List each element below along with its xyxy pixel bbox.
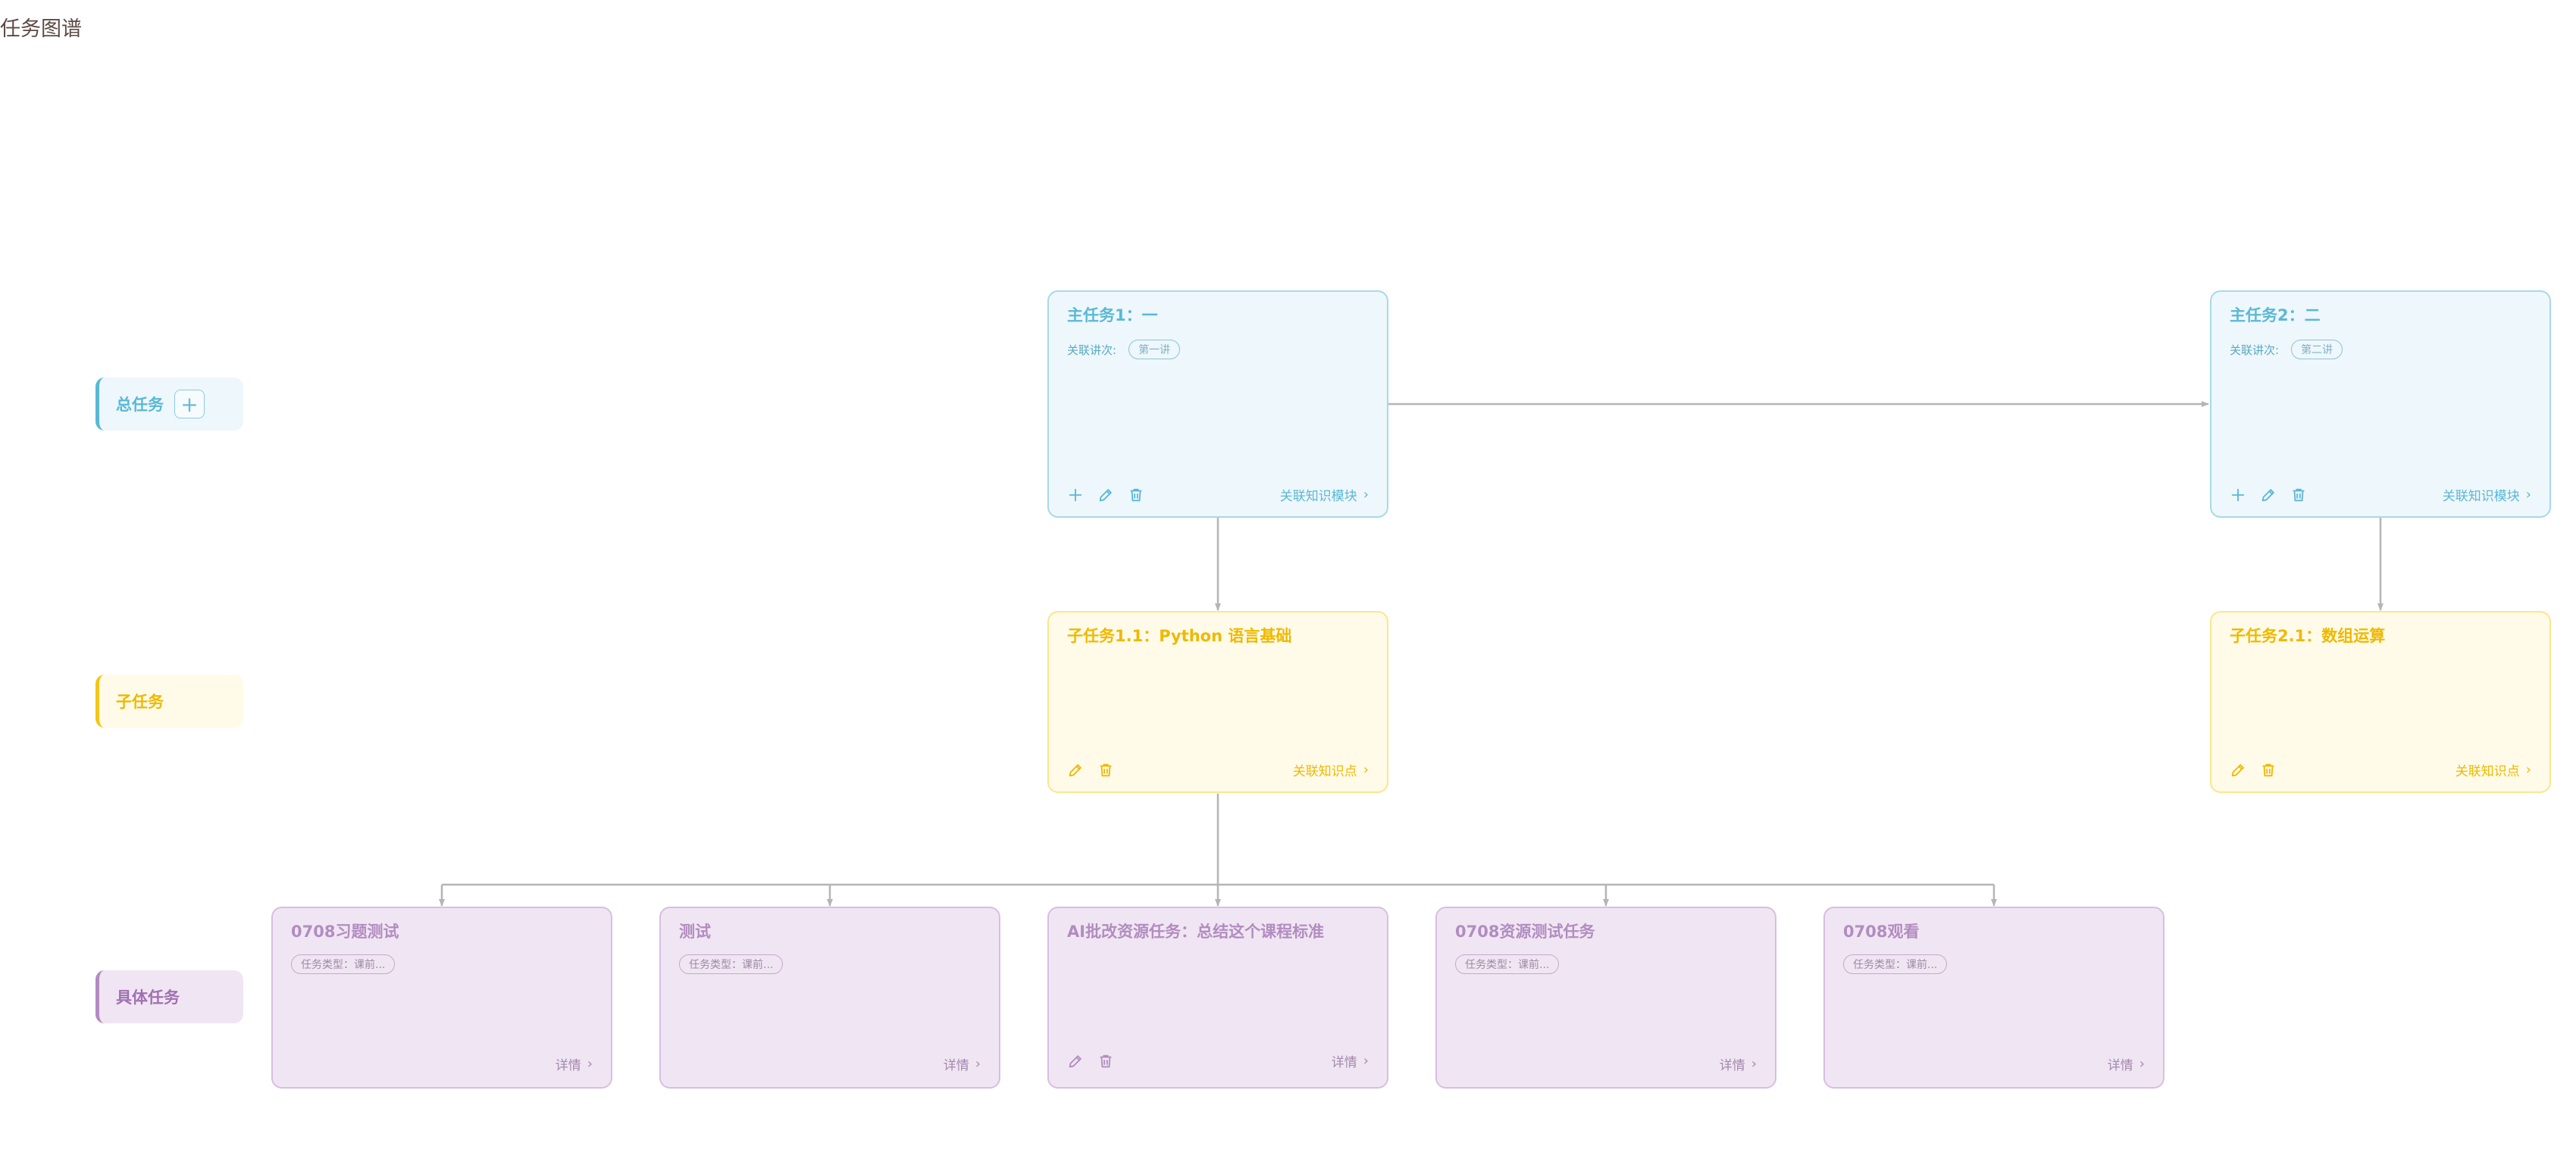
chevron-right-icon: › (2525, 762, 2531, 778)
main-task-card[interactable]: 主任务2：二 关联讲次: 第二讲 关联知识模块 › (2210, 290, 2551, 518)
trash-icon[interactable] (1128, 487, 1144, 503)
pencil-icon[interactable] (2260, 487, 2277, 503)
knowledge-module-label: 关联知识模块 (1279, 489, 1357, 504)
trash-icon[interactable] (2290, 487, 2307, 503)
chevron-right-icon: › (1363, 762, 1369, 778)
sub-task-card[interactable]: 子任务1.1：Python 语言基础 关联知识点 › (1047, 611, 1388, 793)
knowledge-module-link[interactable]: 关联知识模块 › (1280, 485, 1369, 504)
trash-icon[interactable] (1097, 762, 1114, 779)
main-task-card[interactable]: 主任务1：一 关联讲次: 第一讲 关联知识模块 › (1047, 290, 1388, 518)
chevron-right-icon: › (2525, 487, 2531, 503)
task-type-tag: 任务类型：课前... (1843, 954, 1948, 974)
main-task-title: 主任务2：二 (2230, 306, 2321, 324)
lane-sub-label: 子任务 (116, 693, 164, 711)
task-detail-link[interactable]: 详情 › (1720, 1054, 1757, 1073)
chevron-right-icon: › (1363, 1053, 1369, 1069)
task-detail-link[interactable]: 详情 › (1332, 1051, 1369, 1070)
pencil-icon[interactable] (1097, 487, 1114, 503)
task-type-tag: 任务类型：课前... (679, 954, 784, 974)
lecture-tag: 第二讲 (2291, 340, 2343, 359)
trash-icon[interactable] (2260, 762, 2277, 779)
task-title: AI批改资源任务：总结这个课程标准 (1067, 923, 1325, 941)
add-main-task-button[interactable]: + (174, 390, 205, 418)
lane-main-label: 总任务 (116, 396, 164, 414)
chevron-right-icon: › (975, 1056, 981, 1072)
knowledge-point-link[interactable]: 关联知识点 › (1293, 760, 1369, 779)
task-detail-link[interactable]: 详情 › (944, 1054, 981, 1073)
knowledge-point-label: 关联知识点 (1292, 764, 1357, 779)
specific-task-card[interactable]: 测试 任务类型：课前... 详情 › (659, 907, 1000, 1089)
plus-icon[interactable] (1067, 487, 1084, 503)
chevron-right-icon: › (2139, 1056, 2145, 1072)
lane-main-tasks: 总任务 + (95, 378, 243, 431)
lecture-tag: 第一讲 (1128, 340, 1181, 359)
specific-task-card[interactable]: AI批改资源任务：总结这个课程标准 详情 › (1047, 907, 1388, 1089)
chevron-right-icon: › (587, 1056, 593, 1072)
lecture-label: 关联讲次: (1067, 343, 1117, 357)
sub-task-card[interactable]: 子任务2.1：数组运算 关联知识点 › (2210, 611, 2551, 793)
main-task-title: 主任务1：一 (1067, 306, 1158, 324)
sub-task-title: 子任务1.1：Python 语言基础 (1067, 627, 1292, 645)
chevron-right-icon: › (1363, 487, 1369, 503)
plus-icon[interactable] (2230, 487, 2246, 503)
page-title: 任务图谱 (0, 17, 82, 41)
sub-task-title: 子任务2.1：数组运算 (2230, 627, 2386, 645)
task-detail-label: 详情 (2107, 1058, 2133, 1073)
task-detail-label: 详情 (1719, 1058, 1745, 1073)
trash-icon[interactable] (1097, 1053, 1114, 1070)
task-type-tag: 任务类型：课前... (291, 954, 396, 974)
lane-task-label: 具体任务 (116, 989, 180, 1007)
task-detail-label: 详情 (555, 1058, 581, 1073)
lane-sub-tasks: 子任务 (95, 675, 243, 728)
specific-task-card[interactable]: 0708观看 任务类型：课前... 详情 › (1823, 907, 2164, 1089)
knowledge-module-label: 关联知识模块 (2442, 489, 2520, 504)
lecture-row: 关联讲次: 第二讲 (2230, 340, 2531, 359)
task-detail-link[interactable]: 详情 › (2108, 1054, 2145, 1073)
knowledge-point-label: 关联知识点 (2455, 764, 2520, 779)
knowledge-point-link[interactable]: 关联知识点 › (2455, 760, 2531, 779)
task-detail-label: 详情 (943, 1058, 969, 1073)
knowledge-module-link[interactable]: 关联知识模块 › (2443, 485, 2531, 504)
lecture-row: 关联讲次: 第一讲 (1067, 340, 1369, 359)
lane-specific-tasks: 具体任务 (95, 970, 243, 1023)
task-detail-label: 详情 (1331, 1055, 1357, 1070)
task-title: 0708观看 (1843, 923, 1920, 941)
task-title: 0708习题测试 (291, 923, 399, 941)
task-detail-link[interactable]: 详情 › (556, 1054, 593, 1073)
pencil-icon[interactable] (1067, 1053, 1084, 1070)
specific-task-card[interactable]: 0708习题测试 任务类型：课前... 详情 › (271, 907, 612, 1089)
pencil-icon[interactable] (1067, 762, 1084, 779)
task-title: 0708资源测试任务 (1455, 923, 1595, 941)
task-type-tag: 任务类型：课前... (1455, 954, 1560, 974)
specific-task-card[interactable]: 0708资源测试任务 任务类型：课前... 详情 › (1435, 907, 1776, 1089)
chevron-right-icon: › (1751, 1056, 1757, 1072)
lecture-label: 关联讲次: (2230, 343, 2280, 357)
pencil-icon[interactable] (2230, 762, 2246, 779)
task-title: 测试 (679, 923, 711, 941)
